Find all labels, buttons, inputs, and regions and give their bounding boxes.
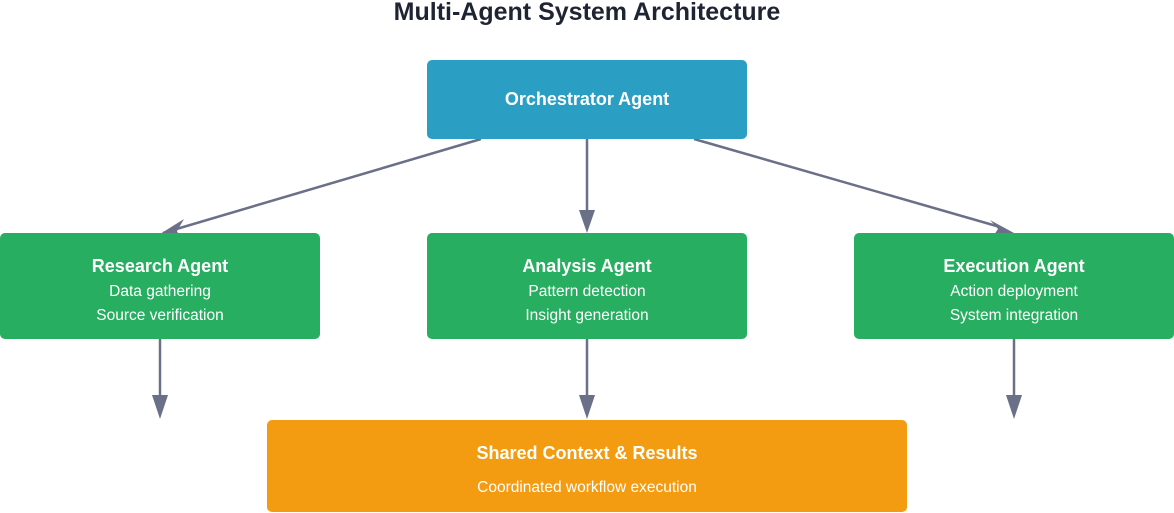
execution-agent-label: Execution Agent xyxy=(943,256,1085,276)
analysis-agent-task-1: Pattern detection xyxy=(528,283,646,300)
analysis-agent-label: Analysis Agent xyxy=(522,256,652,276)
research-agent-task-2: Source verification xyxy=(96,307,224,324)
arrowhead-analysis xyxy=(579,210,595,233)
execution-agent-task-2: System integration xyxy=(949,307,1079,324)
research-agent-label: Research Agent xyxy=(91,256,229,276)
shared-context-subtitle: Coordinated workflow execution xyxy=(477,479,697,496)
orchestrator-agent-box: Orchestrator Agent xyxy=(427,60,747,139)
arrow-orchestrator-to-execution xyxy=(693,137,1001,229)
analysis-agent-box: Analysis Agent Pattern detection Insight… xyxy=(427,233,747,339)
arrowhead-research-down xyxy=(152,395,168,419)
analysis-agent-task-2: Insight generation xyxy=(525,307,649,324)
arrowhead-analysis-down xyxy=(579,395,595,419)
orchestrator-agent-label: Orchestrator Agent xyxy=(504,89,670,109)
arrowhead-research xyxy=(160,219,184,237)
arrowhead-execution-down xyxy=(1006,395,1022,419)
research-agent-box: Research Agent Data gathering Source ver… xyxy=(0,233,320,339)
arrow-orchestrator-to-research xyxy=(162,137,482,235)
shared-context-box: Shared Context & Results Coordinated wor… xyxy=(267,420,907,512)
shared-context-label: Shared Context & Results xyxy=(476,443,698,463)
diagram-title: Multi-Agent System Architecture xyxy=(393,0,781,26)
research-agent-task-1: Data gathering xyxy=(109,283,211,300)
execution-agent-task-1: Action deployment xyxy=(950,283,1078,300)
arrowhead-execution xyxy=(990,220,1014,235)
execution-agent-box: Execution Agent Action deployment System… xyxy=(854,233,1174,339)
